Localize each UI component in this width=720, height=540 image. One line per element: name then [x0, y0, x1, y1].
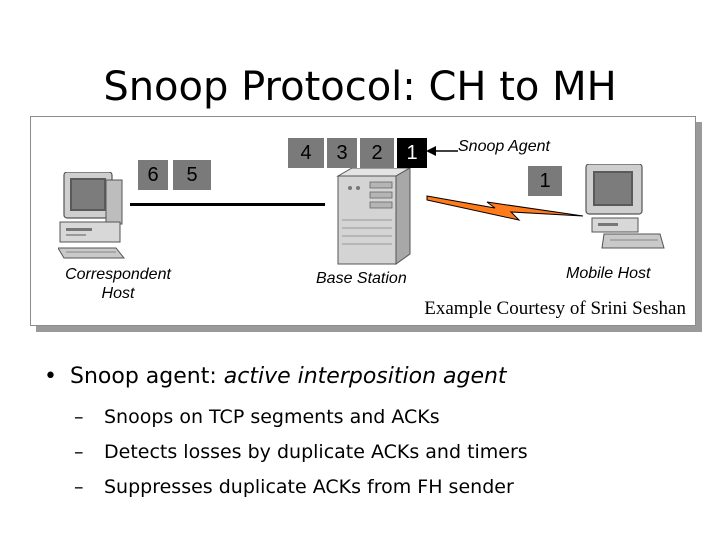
bs-packet: 2	[360, 138, 394, 168]
sub-bullet: –Suppresses duplicate ACKs from FH sende…	[74, 476, 514, 498]
ch-packet: 6	[138, 160, 168, 190]
bullet-main-prefix: Snoop agent:	[70, 364, 224, 389]
sub-bullet-text: Suppresses duplicate ACKs from FH sender	[104, 476, 514, 498]
bs-packet: 4	[288, 138, 324, 168]
snoop-agent-label: Snoop Agent	[458, 138, 550, 156]
wired-link	[130, 203, 325, 206]
example-credit: Example Courtesy of Srini Seshan	[424, 298, 686, 320]
sub-bullet-text: Detects losses by duplicate ACKs and tim…	[104, 441, 528, 463]
bullet-main-italic: active interposition agent	[224, 364, 507, 389]
slide-title: Snoop Protocol: CH to MH	[0, 64, 720, 110]
dash-icon: –	[74, 476, 104, 498]
correspondent-host-label: Correspondent Host	[52, 265, 184, 303]
sub-bullet: –Snoops on TCP segments and ACKs	[74, 406, 440, 428]
ch-label-line2: Host	[52, 284, 184, 303]
base-station-server-icon	[330, 168, 414, 268]
wireless-link-icon	[425, 190, 585, 230]
snoop-agent-arrow-icon	[426, 144, 460, 158]
bullet-dot-icon: •	[44, 364, 70, 389]
sub-bullet-text: Snoops on TCP segments and ACKs	[104, 406, 440, 428]
bs-packet: 3	[327, 138, 357, 168]
base-station-label: Base Station	[316, 270, 407, 288]
sub-bullet: –Detects losses by duplicate ACKs and ti…	[74, 441, 528, 463]
bullet-main: •Snoop agent: active interposition agent	[44, 364, 507, 389]
bs-highlight-packet: 1	[397, 138, 427, 168]
ch-label-line1: Correspondent	[52, 265, 184, 284]
correspondent-host-computer-icon	[58, 172, 128, 262]
dash-icon: –	[74, 441, 104, 463]
mobile-host-label: Mobile Host	[566, 265, 650, 283]
ch-packet: 5	[173, 160, 211, 190]
dash-icon: –	[74, 406, 104, 428]
mobile-host-computer-icon	[580, 164, 666, 250]
